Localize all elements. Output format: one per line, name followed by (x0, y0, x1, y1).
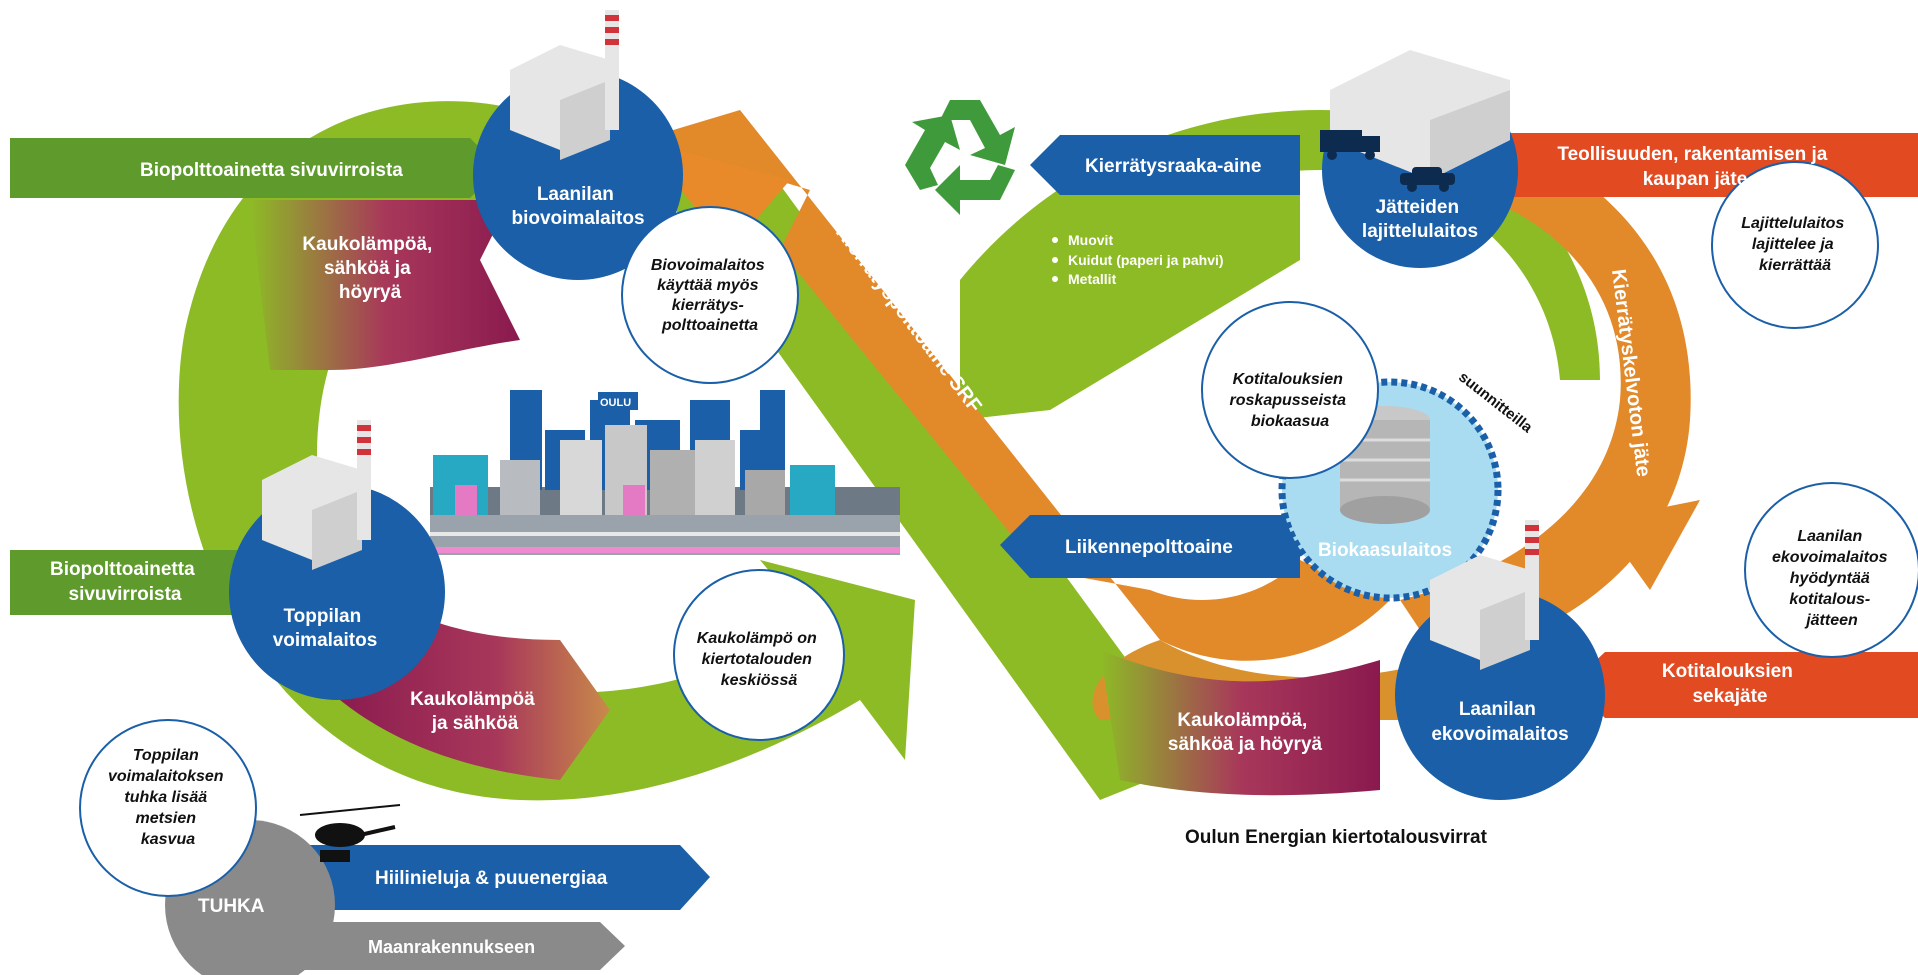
note-district-heat-circle (673, 569, 845, 741)
note-bio-srf: Biovoimalaitos käyttää myös kierrätys- p… (651, 257, 769, 334)
heat-power-steam-right-label: Kaukolämpöä, sähköä ja höyryä (1168, 710, 1323, 755)
note-ash: Toppilan voimalaitoksen tuhka lisää mets… (108, 747, 228, 848)
note-bio-srf-circle (621, 206, 799, 384)
carbon-sinks-label: Hiilinieluja & puuenergiaa (375, 868, 608, 889)
power-plant-icon (510, 10, 619, 160)
materials-list: Muovit Kuidut (paperi ja pahvi) Metallit (1052, 232, 1224, 287)
green-wedge-right (960, 180, 1300, 420)
traffic-fuel-arrow (1000, 515, 1300, 578)
power-plant-icon (262, 420, 371, 570)
note-sorting-circle (1711, 161, 1879, 329)
city-sign: OULU (600, 397, 631, 409)
purple-arrow-top-left (250, 200, 520, 370)
bio-side-top-label: Biopolttoainetta sivuvirroista (140, 160, 403, 181)
note-eco-circle (1744, 482, 1918, 658)
note-ash-circle (79, 719, 257, 897)
note-eco: Laanilan ekovoimalaitos hyödyntää kotita… (1772, 528, 1892, 629)
biogas-label: Biokaasulaitos (1318, 540, 1452, 561)
earthworks-label: Maanrakennukseen (368, 937, 535, 957)
non-recyclable-arrowhead (1600, 500, 1700, 590)
laanila-bio-label: Laanilan biovoimalaitos (511, 184, 644, 229)
earthworks-arrow (300, 922, 625, 970)
truck-icon (1320, 130, 1380, 160)
ash-label: TUHKA (198, 896, 265, 917)
recycle-icon (905, 100, 1015, 215)
helicopter-icon (299, 804, 401, 862)
bio-side-top-arrow (10, 138, 500, 198)
note-district-heat: Kaukolämpö on kiertotalouden keskiössä (697, 630, 821, 689)
household-mixed-arrow (1570, 652, 1918, 718)
city-skyline-icon: OULU (430, 390, 900, 555)
note-sorting: Lajittelulaitos lajittelee ja kierrättää (1741, 215, 1849, 274)
bio-side-left-arrow (10, 550, 270, 615)
recycled-raw-arrow (1030, 135, 1300, 195)
note-biogas: Kotitalouksien roskapusseista biokaasua (1230, 371, 1351, 430)
traffic-fuel-label: Liikennepolttoaine (1065, 537, 1233, 558)
car-icon (1400, 167, 1455, 192)
orange-srf-band (640, 110, 1390, 661)
sorting-label: Jätteiden lajittelulaitos (1362, 197, 1478, 242)
bio-side-left-label: Biopolttoainetta sivuvirroista (50, 559, 200, 605)
industry-waste-label: Teollisuuden, rakentamisen ja kaupan jät… (1557, 144, 1832, 190)
note-biogas-circle (1201, 301, 1379, 479)
toppila-label: Toppilan voimalaitos (273, 606, 378, 651)
recycled-raw-label: Kierrätysraaka-aine (1085, 156, 1261, 177)
heat-power-steam-left-label: Kaukolämpöä, sähköä ja höyryä (302, 234, 437, 303)
materials-item: Metallit (1068, 271, 1117, 287)
materials-item: Muovit (1068, 232, 1113, 248)
household-mixed-label: Kotitalouksien sekajäte (1662, 661, 1798, 707)
laanila-eco-label: Laanilan ekovoimalaitos (1431, 699, 1568, 745)
carbon-sinks-arrow (280, 845, 710, 910)
materials-item: Kuidut (paperi ja pahvi) (1068, 252, 1224, 268)
heat-power-left-label: Kaukolämpöä ja sähköä (410, 689, 540, 734)
diagram-caption: Oulun Energian kiertotalousvirrat (1185, 827, 1488, 848)
purple-arrow-right (1100, 650, 1380, 796)
power-plant-icon (1430, 520, 1539, 670)
